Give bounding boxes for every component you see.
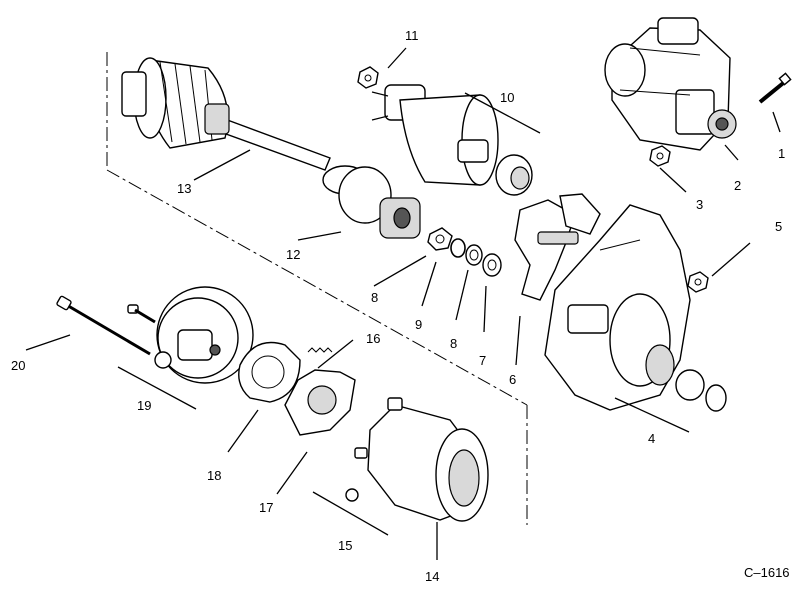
callout-17: 17 — [259, 500, 273, 515]
callout-6: 6 — [509, 372, 516, 387]
callout-5: 5 — [775, 219, 782, 234]
assembly-axis-lines — [106, 52, 528, 525]
through-bolt-20 — [56, 295, 151, 356]
callout-19: 19 — [137, 398, 151, 413]
washer-7 — [482, 253, 502, 277]
callout-9: 9 — [415, 317, 422, 332]
callout-3: 3 — [696, 197, 703, 212]
callout-8-lower: 8 — [450, 336, 457, 351]
brush-spring-16 — [307, 347, 333, 353]
callout-12: 12 — [286, 247, 300, 262]
callout-7: 7 — [479, 353, 486, 368]
callout-2: 2 — [734, 178, 741, 193]
solenoid-10 — [371, 84, 533, 196]
leader-lines — [25, 47, 781, 560]
callout-11: 11 — [405, 28, 419, 43]
callout-14: 14 — [425, 569, 439, 584]
nut-11 — [357, 66, 379, 89]
field-frame-14 — [345, 397, 489, 522]
nut-5 — [687, 271, 709, 293]
drive-clutch-12 — [322, 165, 421, 239]
retainer-ring-8-upper — [427, 227, 453, 251]
armature-13 — [121, 57, 331, 171]
callout-15: 15 — [338, 538, 352, 553]
snap-ring-9 — [450, 238, 466, 258]
drive-housing-4 — [544, 204, 727, 412]
screw-20-short — [127, 304, 156, 324]
callout-16: 16 — [366, 331, 380, 346]
figure-id: C–1616 — [744, 565, 790, 580]
callout-labels: 1 2 3 4 5 6 7 8 8 9 10 11 12 13 14 15 16… — [11, 28, 785, 584]
retainer-ring-8-lower — [465, 244, 483, 266]
nut-3 — [649, 145, 671, 167]
callout-13: 13 — [177, 181, 191, 196]
through-bolt-1 — [758, 72, 792, 104]
brush-plate-18 — [238, 341, 301, 403]
callout-20: 20 — [11, 358, 25, 373]
callout-18: 18 — [207, 468, 221, 483]
callout-4: 4 — [648, 431, 655, 446]
assembled-starter — [604, 17, 737, 151]
brush-holder-17 — [284, 369, 356, 436]
callout-8-upper: 8 — [371, 290, 378, 305]
callout-1: 1 — [778, 146, 785, 161]
commutator-end-frame-19 — [154, 286, 254, 384]
callout-10: 10 — [500, 90, 514, 105]
shift-lever-6 — [514, 193, 601, 301]
